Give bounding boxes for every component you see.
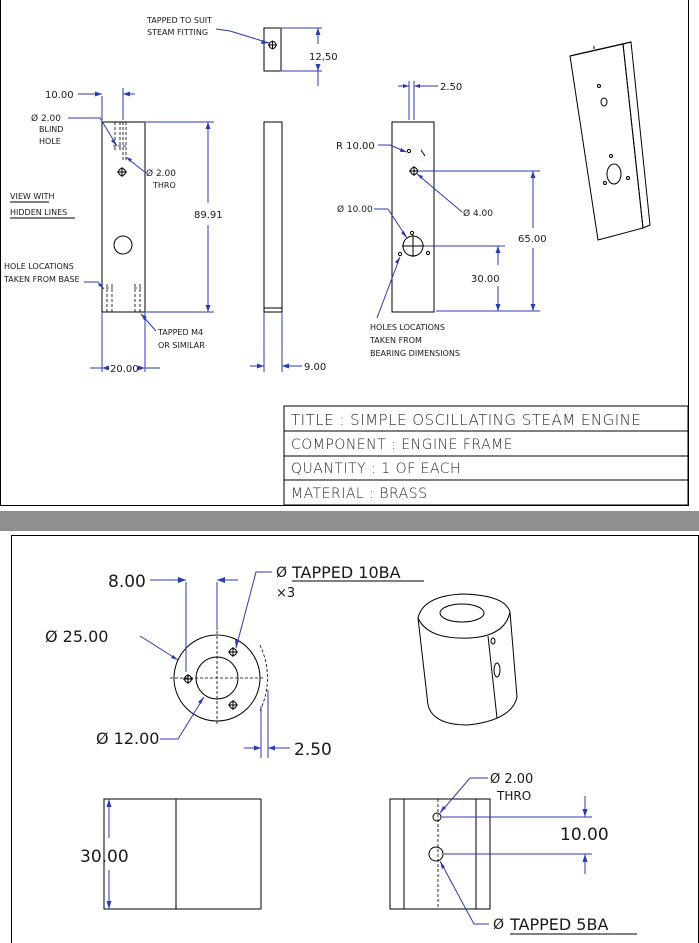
note-hole-locations-l1: HOLE LOCATIONS bbox=[4, 262, 74, 271]
note-blind-hole-l1: Ø 2.00 bbox=[31, 113, 61, 124]
dim-r10-label: R 10.00 bbox=[336, 141, 375, 152]
dim-10-00-label: 10.00 bbox=[45, 90, 74, 101]
note-thro-b-l2: THRO bbox=[496, 789, 531, 803]
note-tapped-m4-l1: TAPPED M4 bbox=[157, 328, 203, 337]
note-bearing-l2: TAKEN FROM bbox=[369, 336, 422, 345]
note-thro-l1: Ø 2.00 bbox=[146, 168, 176, 179]
title-block-title: TITLE : SIMPLE OSCILLATING STEAM ENGINE bbox=[291, 411, 641, 429]
note-tapped-steam-l1: TAPPED TO SUIT bbox=[146, 16, 212, 25]
note-thro-l2: THRO bbox=[152, 181, 176, 190]
dim-dia-25-label: Ø 25.00 bbox=[45, 627, 108, 646]
title-block-material: MATERIAL : BRASS bbox=[291, 486, 428, 502]
dim-65-00-label: 65.00 bbox=[518, 234, 547, 245]
frame-isometric-view bbox=[569, 41, 651, 241]
note-view-hidden-l2: HIDDEN LINES bbox=[10, 208, 67, 217]
note-tapped-5ba-text: TAPPED 5BA bbox=[509, 915, 608, 934]
fitting-block-view: 12,50 TAPPED TO SUIT STEAM FITTING bbox=[146, 16, 338, 86]
note-tapped-10ba-symbol: Ø bbox=[276, 565, 287, 581]
cylinder-isometric-view bbox=[417, 593, 518, 726]
note-hole-locations-l2: TAKEN FROM BASE bbox=[3, 275, 80, 284]
title-block-quantity: QUANTITY : 1 OF EACH bbox=[291, 461, 461, 477]
note-tapped-steam-l2: STEAM FITTING bbox=[147, 28, 208, 37]
cylinder-front-view bbox=[103, 798, 262, 910]
dim-dia-4-label: Ø 4.00 bbox=[463, 208, 493, 219]
dim-2-50-label: 2.50 bbox=[440, 82, 462, 93]
dim-2-50-b-label: 2.50 bbox=[294, 740, 332, 760]
title-block: TITLE : SIMPLE OSCILLATING STEAM ENGINE … bbox=[283, 405, 689, 506]
note-bearing-l1: HOLES LOCATIONS bbox=[370, 323, 445, 332]
dim-9-00-label: 9.00 bbox=[304, 362, 326, 373]
dim-30-00-label: 30.00 bbox=[471, 274, 500, 285]
note-tapped-10ba-count: ×3 bbox=[276, 586, 295, 601]
sheet-engine-frame: 12,50 TAPPED TO SUIT STEAM FITTING bbox=[0, 0, 689, 506]
dim-89-91-label: 89.91 bbox=[194, 210, 223, 221]
dim-8-00-label: 8.00 bbox=[108, 572, 146, 592]
dim-20-00-label: 20.00 bbox=[110, 364, 139, 375]
dim-dia-12-label: Ø 12.00 bbox=[96, 729, 159, 748]
dim-dia-10-label: Ø 10.00 bbox=[337, 204, 373, 215]
note-blind-hole-l2: BLIND bbox=[39, 125, 63, 134]
dim-30-00-b-label: 30.00 bbox=[80, 847, 129, 867]
note-tapped-10ba-text: TAPPED 10BA bbox=[291, 563, 401, 582]
note-thro-b-l1: Ø 2.00 bbox=[490, 772, 533, 787]
note-tapped-5ba-symbol: Ø bbox=[493, 917, 504, 933]
note-tapped-m4-l2: OR SIMILAR bbox=[158, 341, 205, 350]
sheet-cylinder: 8.00 Ø TAPPED 10BA ×3 Ø 25.00 Ø 12.00 2.… bbox=[11, 535, 699, 943]
note-view-hidden-l1: VIEW WITH bbox=[10, 192, 55, 201]
dim-12-50-label: 12,50 bbox=[309, 52, 338, 63]
frame-front-view-hidden bbox=[101, 121, 146, 313]
dim-10-00-b-label: 10.00 bbox=[560, 825, 609, 845]
frame-back-view bbox=[391, 121, 435, 313]
cylinder-top-view bbox=[170, 631, 268, 725]
note-blind-hole-l3: HOLE bbox=[39, 137, 61, 146]
note-bearing-l3: BEARING DIMENSIONS bbox=[370, 349, 460, 358]
title-block-component: COMPONENT : ENGINE FRAME bbox=[291, 437, 513, 453]
sheet-separator-bar bbox=[0, 511, 699, 531]
frame-side-view bbox=[263, 121, 283, 313]
